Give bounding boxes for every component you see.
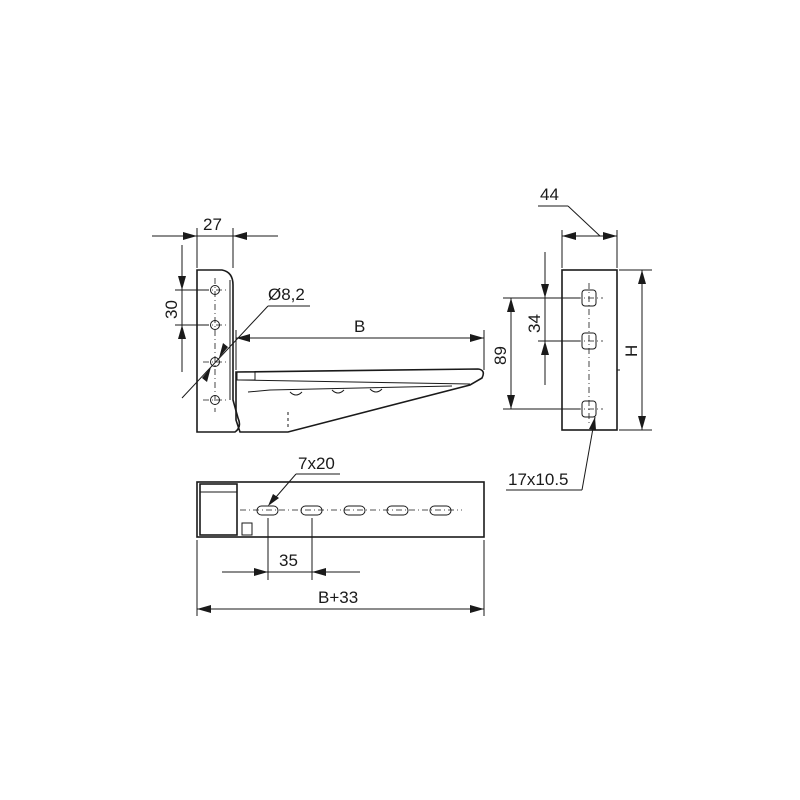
dim-end-slot: 17x10.5 [506, 416, 596, 491]
top-slot [429, 505, 452, 516]
dim-end-width: 44 [538, 185, 618, 268]
dim-top-slot: 7x20 [268, 454, 340, 506]
end-slots [575, 283, 603, 424]
dim-length-label: B [354, 317, 365, 336]
dim-overall-length-label: B+33 [318, 588, 358, 607]
dim-height-label: H [622, 345, 641, 357]
side-view [196, 269, 485, 433]
mounting-plate-outline [196, 269, 241, 433]
end-view [561, 269, 620, 431]
dim-end-hole-span: 89 [491, 297, 580, 410]
dim-end-width-label: 44 [540, 185, 559, 204]
top-slot [300, 505, 323, 516]
dim-hole-pitch: 30 [162, 245, 209, 372]
dim-length: B [235, 317, 485, 370]
top-slot [386, 505, 409, 516]
dim-hole-diameter-label: Ø8,2 [268, 285, 305, 304]
dim-slot-pitch-label: 34 [525, 314, 544, 333]
arm-lower-edge [247, 385, 453, 393]
arm-clip [236, 371, 256, 381]
arm-slot-profiles [289, 388, 383, 396]
bracket-arm-outline [235, 368, 485, 433]
dim-side-width: 27 [152, 215, 278, 268]
dim-hole-diameter: Ø8,2 [181, 285, 310, 399]
dim-side-width-label: 27 [203, 215, 222, 234]
top-slot [343, 505, 366, 516]
dim-end-hole-span-label: 89 [491, 346, 510, 365]
top-view-outline [196, 481, 485, 538]
dim-top-slot-pitch-label: 35 [279, 551, 298, 570]
dim-top-slot-pitch: 35 [222, 518, 360, 580]
dim-overall-length: B+33 [196, 540, 485, 616]
dim-top-slot-label: 7x20 [298, 454, 335, 473]
top-slots [256, 505, 452, 516]
top-view-clip [241, 522, 253, 536]
dim-height: H [619, 269, 652, 431]
top-view-plate [199, 483, 238, 536]
top-view [196, 481, 485, 538]
top-slot [256, 505, 279, 516]
dim-slot-pitch: 34 [525, 252, 580, 385]
arm-top-edge [239, 379, 471, 385]
dim-hole-pitch-label: 30 [162, 300, 181, 319]
dim-end-slot-label: 17x10.5 [508, 470, 569, 489]
end-plate-outline [561, 269, 618, 431]
